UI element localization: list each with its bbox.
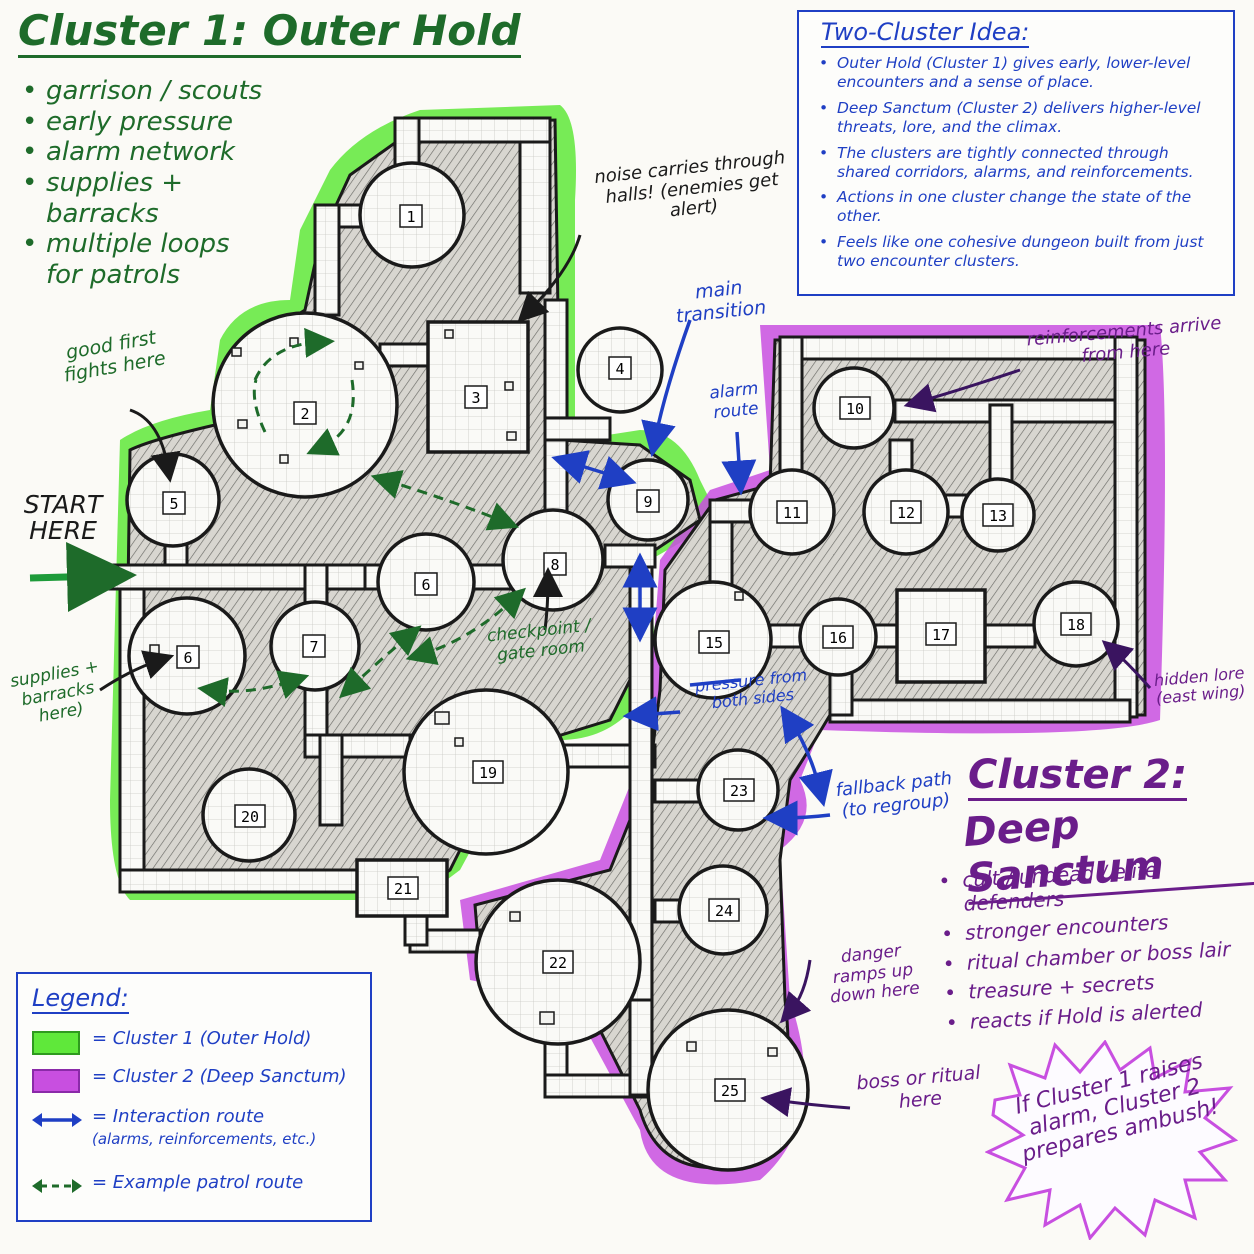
legend-cluster1-text: = Cluster 1 (Outer Hold)	[92, 1028, 312, 1049]
idea-item: Feels like one cohesive dungeon built fr…	[817, 233, 1223, 271]
room-num-19: 19	[479, 764, 497, 782]
label-2: 2	[293, 401, 317, 425]
label-8: 8	[543, 552, 567, 576]
label-11: 11	[776, 500, 808, 524]
interaction-routes	[551, 319, 833, 836]
room-num-25: 25	[721, 1082, 739, 1100]
cluster2-bullets: cult / undead / elite defenders stronger…	[936, 854, 1254, 1036]
room-num-24: 24	[715, 902, 733, 920]
label-22: 22	[542, 950, 574, 974]
room-num-4: 4	[615, 360, 624, 378]
legend-row-cluster2: = Cluster 2 (Deep Sanctum)	[32, 1066, 362, 1093]
cluster1-bullet: multiple loops for patrols	[20, 229, 256, 290]
room-num-6a: 6	[421, 576, 430, 594]
label-1: 1	[399, 204, 423, 228]
idea-item: Deep Sanctum (Cluster 2) delivers higher…	[817, 99, 1223, 137]
label-25: 25	[714, 1078, 746, 1102]
cluster1-title: Cluster 1: Outer Hold	[18, 6, 521, 58]
cluster2-swatch	[32, 1069, 80, 1093]
room-num-6b: 6	[183, 649, 192, 667]
room-num-18: 18	[1067, 616, 1085, 634]
legend-cluster2-text: = Cluster 2 (Deep Sanctum)	[92, 1066, 347, 1087]
room-num-5: 5	[169, 495, 178, 513]
label-23: 23	[723, 778, 755, 802]
label-12: 12	[890, 500, 922, 524]
alarm-route-note: alarm route	[708, 378, 760, 423]
label-13: 13	[982, 503, 1014, 527]
room-num-22: 22	[549, 954, 567, 972]
idea-item: Outer Hold (Cluster 1) gives early, lowe…	[817, 54, 1223, 92]
cluster1-bullet: garrison / scouts	[20, 76, 300, 107]
idea-item: Actions in one cluster change the state …	[817, 188, 1223, 226]
legend-row-patrol: = Example patrol route	[32, 1172, 362, 1198]
cluster1-bullet: early pressure	[20, 107, 300, 138]
ambush-burst-shape	[985, 1040, 1239, 1240]
cluster1-swatch	[32, 1031, 80, 1055]
label-4: 4	[608, 356, 632, 380]
label-6a: 6	[414, 572, 438, 596]
room-num-15: 15	[705, 634, 723, 652]
room-num-8: 8	[550, 556, 559, 574]
label-7: 7	[302, 634, 326, 658]
legend-row-cluster1: = Cluster 1 (Outer Hold)	[32, 1028, 362, 1055]
label-6b: 6	[176, 645, 200, 669]
idea-item: The clusters are tightly connected throu…	[817, 144, 1223, 182]
label-24: 24	[708, 898, 740, 922]
legend-patrol-text: = Example patrol route	[92, 1172, 304, 1193]
danger-note: danger ramps up down here	[829, 941, 921, 1008]
room-num-13: 13	[989, 507, 1007, 525]
legend-title: Legend:	[32, 984, 129, 1014]
room-num-21: 21	[394, 880, 412, 898]
room-num-16: 16	[829, 629, 847, 647]
legend-interaction-sub: (alarms, reinforcements, etc.)	[92, 1130, 317, 1148]
patrol-routes	[197, 327, 526, 707]
patrol-arrow-icon	[32, 1179, 82, 1193]
room-num-3: 3	[471, 389, 480, 407]
rubble	[149, 329, 778, 1057]
legend: Legend: = Cluster 1 (Outer Hold) = Clust…	[16, 972, 372, 1222]
interaction-arrow-icon	[32, 1113, 82, 1127]
label-10: 10	[839, 396, 871, 420]
legend-interaction-text: = Interaction route	[92, 1106, 265, 1127]
label-9: 9	[636, 489, 660, 513]
label-5: 5	[162, 491, 186, 515]
room-num-11: 11	[783, 504, 801, 522]
room-num-17: 17	[932, 626, 950, 644]
room-labels: 1 2 3 4 5 6 6 7 8 9 10 11 12 13 15 16 17…	[162, 204, 1092, 1102]
label-21: 21	[387, 876, 419, 900]
start-here-label: START HERE	[23, 490, 103, 546]
label-17: 17	[925, 622, 957, 646]
room-num-1: 1	[406, 208, 415, 226]
label-15: 15	[698, 630, 730, 654]
room-num-10: 10	[846, 400, 864, 418]
room-num-20: 20	[241, 808, 259, 826]
two-cluster-idea-box: Two-Cluster Idea: Outer Hold (Cluster 1)…	[797, 10, 1235, 296]
legend-row-interaction: = Interaction route (alarms, reinforceme…	[32, 1106, 362, 1156]
label-18: 18	[1060, 612, 1092, 636]
idea-box-title: Two-Cluster Idea:	[821, 18, 1030, 48]
room-num-7: 7	[309, 638, 318, 656]
cluster2-title-line1: Cluster 2:	[968, 752, 1188, 801]
room-num-12: 12	[897, 504, 915, 522]
label-20: 20	[234, 804, 266, 828]
cluster1-bullets: garrison / scouts early pressure alarm n…	[20, 76, 300, 291]
room-num-9: 9	[643, 493, 652, 511]
cluster1-bullet: alarm network	[20, 137, 300, 168]
annotation-arrows	[29, 234, 1152, 1117]
room-21	[355, 858, 449, 918]
room-num-23: 23	[730, 782, 748, 800]
idea-box-list: Outer Hold (Cluster 1) gives early, lowe…	[799, 54, 1233, 271]
cluster1-bullet: supplies + barracks	[20, 168, 300, 229]
room-num-2: 2	[300, 405, 309, 423]
label-16: 16	[822, 625, 854, 649]
label-19: 19	[472, 760, 504, 784]
label-3: 3	[464, 385, 488, 409]
